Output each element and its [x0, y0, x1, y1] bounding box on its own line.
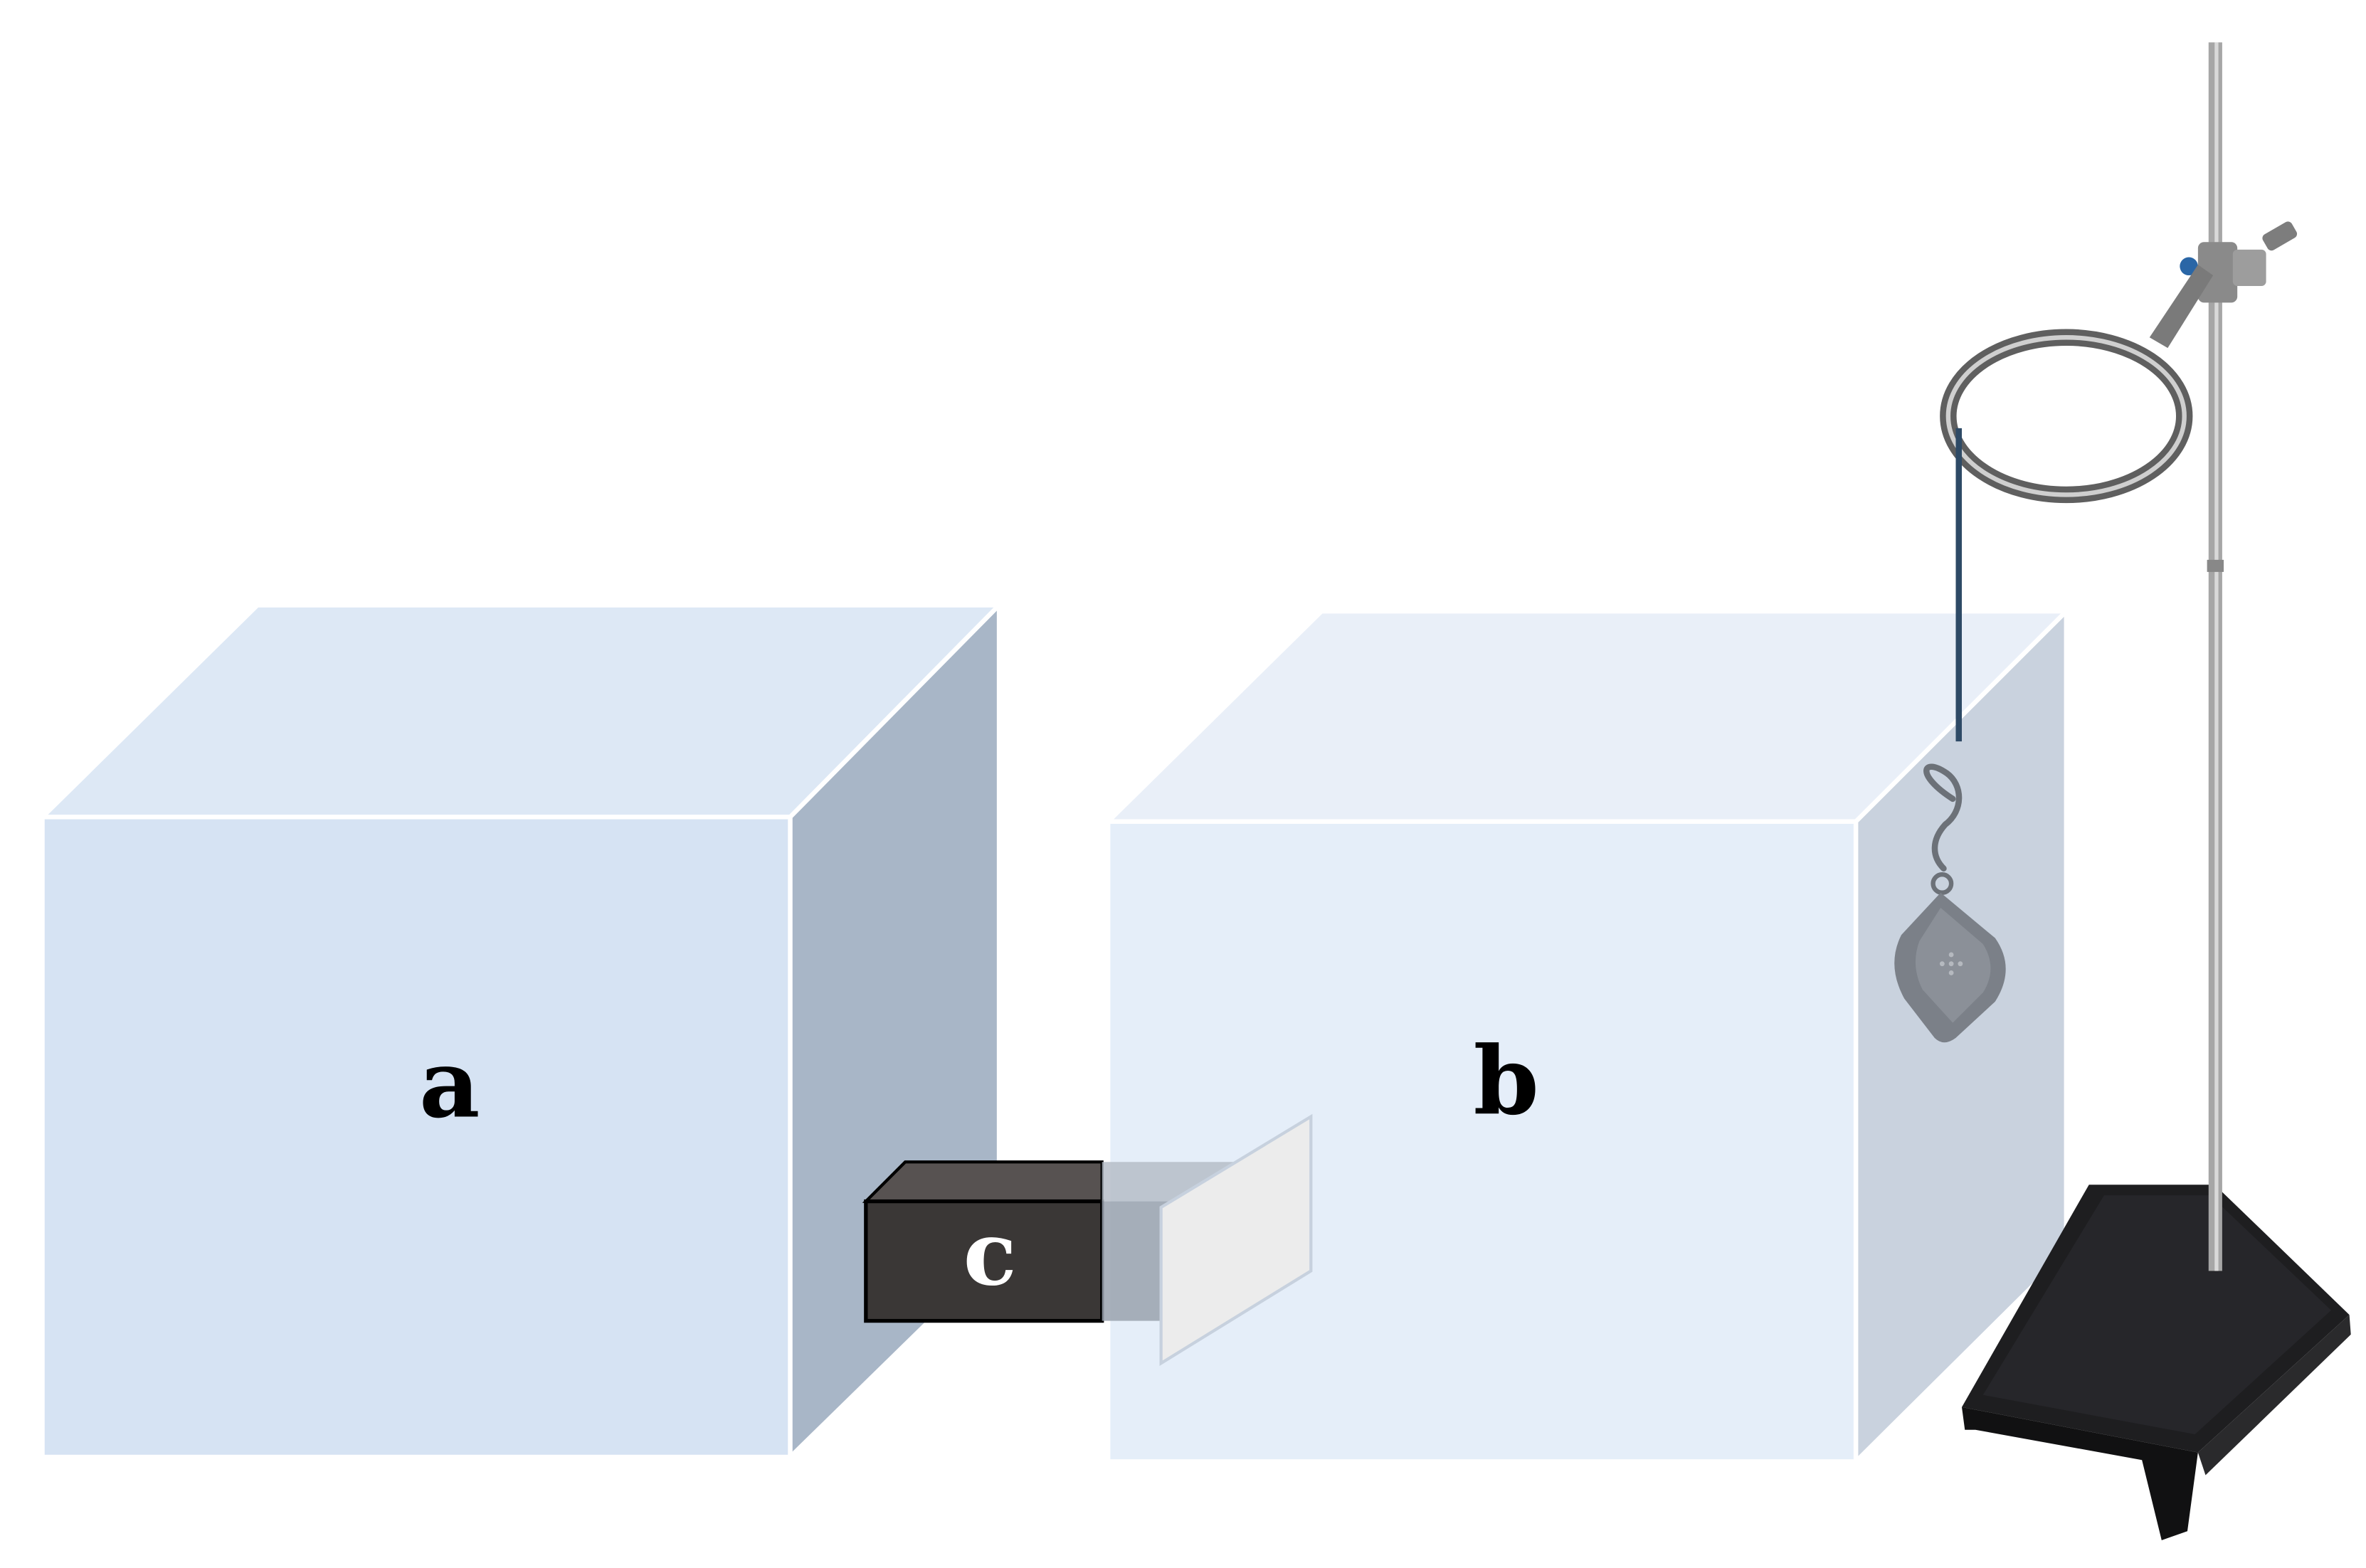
clamp-icon: [2149, 221, 2298, 349]
box-b-label: b: [1474, 1026, 1539, 1136]
filter-panel: [1159, 1113, 1313, 1366]
s-hook-icon: [1923, 763, 1963, 872]
channel-c-top-face: [862, 1160, 1104, 1203]
stand-base: [1962, 1185, 2351, 1540]
box-a-front-face: [40, 815, 793, 1460]
pendant-sensor-icon: [1894, 872, 2006, 1043]
support-ring-icon: [1940, 329, 2193, 504]
box-a: a: [36, 599, 1005, 1463]
channel-c: c: [862, 1160, 1104, 1323]
channel-c-label: c: [963, 1203, 1017, 1306]
channel-c-front-face: [864, 1199, 1104, 1323]
box-b-front-face: [1106, 819, 1859, 1464]
retort-stand-icon: [1894, 42, 2351, 1540]
box-b: b: [1102, 605, 2072, 1468]
box-a-label: a: [419, 1029, 480, 1140]
